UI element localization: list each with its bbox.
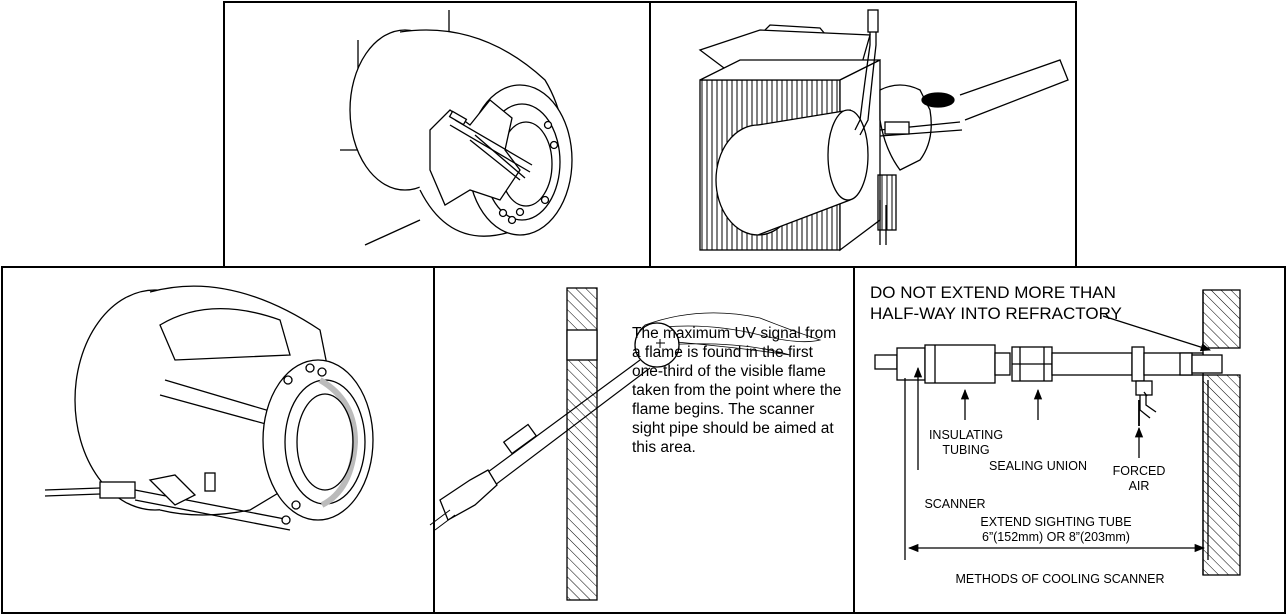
label-forced-2: AIR bbox=[1129, 479, 1150, 493]
uv-signal-note: The maximum UV signal from a flame is fo… bbox=[632, 325, 842, 456]
label-insulating-2: TUBING bbox=[942, 443, 989, 457]
label-scanner: SCANNER bbox=[924, 497, 985, 511]
label-extend-2: 6”(152mm) OR 8”(203mm) bbox=[982, 530, 1130, 544]
warning-line-2: HALF-WAY INTO REFRACTORY bbox=[870, 304, 1122, 323]
panel-4-sight-pipe bbox=[429, 287, 822, 601]
panel-3-scanner-mounted bbox=[44, 285, 374, 531]
caption: METHODS OF COOLING SCANNER bbox=[955, 572, 1164, 586]
label-sealing-union: SEALING UNION bbox=[989, 459, 1087, 473]
label-insulating-1: INSULATING bbox=[929, 428, 1003, 442]
panel-1-burner-cutaway bbox=[340, 10, 573, 246]
panel-5-cooling-scanner bbox=[874, 289, 1241, 576]
panel-5-labels: DO NOT EXTEND MORE THAN HALF-WAY INTO RE… bbox=[870, 283, 1165, 586]
warning-line-1: DO NOT EXTEND MORE THAN bbox=[870, 283, 1116, 302]
label-extend-1: EXTEND SIGHTING TUBE bbox=[980, 515, 1131, 529]
label-forced-1: FORCED bbox=[1113, 464, 1166, 478]
panel-2-boiler-box bbox=[698, 9, 1069, 252]
